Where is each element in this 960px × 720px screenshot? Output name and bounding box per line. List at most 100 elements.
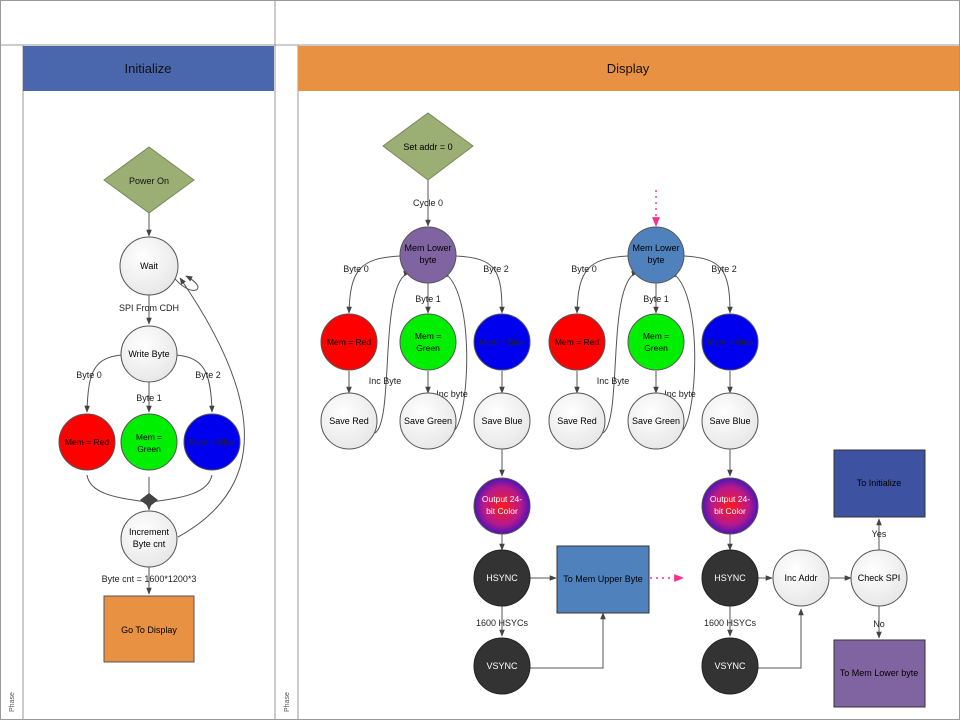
to-mem-lower-shape xyxy=(833,639,926,708)
mem-green-2-line2: Green xyxy=(644,343,668,353)
init-mem-blue-label: Mem = Blue xyxy=(189,437,235,447)
save-red-2-label: Save Red xyxy=(557,416,597,426)
go-to-display-label: Go To Display xyxy=(121,625,177,635)
node-to-initialize: To Initialize xyxy=(833,449,926,518)
check-spi-label: Check SPI xyxy=(858,573,901,583)
mem-blue-2-shape xyxy=(701,313,759,371)
vsync-2-shape xyxy=(701,637,759,695)
edge-label-g1-byte0: Byte 0 xyxy=(343,264,369,274)
node-inc-addr: Inc Addr xyxy=(772,549,830,607)
save-blue-2-shape xyxy=(701,392,759,450)
hsync-2-shape xyxy=(701,549,759,607)
mem-lower-2-line1: Mem Lower xyxy=(632,243,679,253)
node-init-mem-blue: Mem = Blue xyxy=(183,413,241,471)
increment-line1: Increment xyxy=(129,527,170,537)
display-edges xyxy=(346,180,882,669)
wait-label: Wait xyxy=(140,261,158,271)
write-byte-shape xyxy=(120,325,178,383)
node-mem-lower-2: Mem Lower byte xyxy=(627,226,685,284)
write-byte-label: Write Byte xyxy=(128,349,169,359)
to-mem-upper-shape xyxy=(556,545,650,614)
edge-label-init-byte1: Byte 1 xyxy=(136,393,162,403)
mem-lower-2-shape xyxy=(627,226,685,284)
init-mem-blue-shape xyxy=(183,413,241,471)
save-green-1-label: Save Green xyxy=(404,416,452,426)
hsync-1-shape xyxy=(473,549,531,607)
hsync-2-label: HSYNC xyxy=(714,573,746,583)
edge-label-spi-from-cdh: SPI From CDH xyxy=(119,303,179,313)
edge-label-g2-byte0: Byte 0 xyxy=(571,264,597,274)
node-mem-blue-2: Mem = Blue xyxy=(701,313,759,371)
power-on-shape xyxy=(103,146,195,214)
check-spi-shape xyxy=(850,549,908,607)
save-red-2-shape xyxy=(548,392,606,450)
output-color-2-line1: Output 24- xyxy=(710,494,750,504)
to-initialize-shape xyxy=(833,449,926,518)
mem-lower-2-line2: byte xyxy=(647,255,664,265)
save-green-1-shape xyxy=(399,392,457,450)
mem-green-2-line1: Mem = xyxy=(643,331,669,341)
mem-lower-1-line2: byte xyxy=(419,255,436,265)
mem-green-1-line2: Green xyxy=(416,343,440,353)
merge-diamond xyxy=(140,493,158,507)
node-vsync-2: VSYNC xyxy=(701,637,759,695)
edge-label-g1-byte1: Byte 1 xyxy=(415,294,441,304)
node-to-mem-upper: To Mem Upper Byte xyxy=(556,545,650,614)
edge-label-init-byte2: Byte 2 xyxy=(195,370,221,380)
node-init-mem-green: Mem = Green xyxy=(120,413,178,471)
node-vsync-1: VSYNC xyxy=(473,637,531,695)
init-mem-green-shape xyxy=(120,413,178,471)
lane-header-initialize: Initialize xyxy=(23,46,274,91)
edge-label-g2-inc-byte-lower: Inc byte xyxy=(664,389,696,399)
edge-label-init-byte0: Byte 0 xyxy=(76,370,102,380)
power-on-label: Power On xyxy=(129,176,169,186)
node-save-red-2: Save Red xyxy=(548,392,606,450)
node-mem-green-2: Mem = Green xyxy=(627,313,685,371)
edge-label-no: No xyxy=(873,619,885,629)
edge-label-cycle0: Cycle 0 xyxy=(413,198,443,208)
node-set-addr: Set addr = 0 xyxy=(382,112,474,181)
init-mem-green-line2: Green xyxy=(137,444,161,454)
lane-display-bar xyxy=(298,46,959,91)
node-init-mem-red: Mem = Red xyxy=(58,413,116,471)
mem-blue-1-label: Mem = Blue xyxy=(479,337,525,347)
node-go-to-display: Go To Display xyxy=(103,595,195,663)
lane-initialize-title: Initialize xyxy=(125,61,172,76)
save-green-2-shape xyxy=(627,392,685,450)
node-write-byte: Write Byte xyxy=(120,325,178,383)
phase-label-right: Phase xyxy=(284,692,291,712)
edge-label-g2-byte1: Byte 1 xyxy=(643,294,669,304)
mem-blue-2-label: Mem = Blue xyxy=(707,337,753,347)
node-mem-red-1: Mem = Red xyxy=(320,313,378,371)
init-edges xyxy=(84,213,245,595)
node-hsync-2: HSYNC xyxy=(701,549,759,607)
edge-label-g1-byte2: Byte 2 xyxy=(483,264,509,274)
output-color-2-shape xyxy=(701,477,759,535)
edge-label-byte-cnt: Byte cnt = 1600*1200*3 xyxy=(102,574,197,584)
edge-label-g1-inc-byte-lower: Inc byte xyxy=(436,389,468,399)
edge-label-g2-byte2: Byte 2 xyxy=(711,264,737,274)
edge-label-yes: Yes xyxy=(872,529,887,539)
increment-shape xyxy=(120,510,178,568)
lane-display-title: Display xyxy=(607,61,650,76)
node-mem-green-1: Mem = Green xyxy=(399,313,457,371)
node-mem-red-2: Mem = Red xyxy=(548,313,606,371)
vsync-1-label: VSYNC xyxy=(486,661,518,671)
mem-lower-1-shape xyxy=(399,226,457,284)
node-save-red-1: Save Red xyxy=(320,392,378,450)
init-mem-red-label: Mem = Red xyxy=(65,437,109,447)
node-save-blue-1: Save Blue xyxy=(473,392,531,450)
inc-addr-label: Inc Addr xyxy=(784,573,817,583)
vsync-1-shape xyxy=(473,637,531,695)
mem-green-1-line1: Mem = xyxy=(415,331,441,341)
node-mem-lower-1: Mem Lower byte xyxy=(399,226,457,284)
mem-lower-1-line1: Mem Lower xyxy=(404,243,451,253)
node-power-on: Power On xyxy=(103,146,195,214)
node-output-color-2: Output 24- bit Color xyxy=(701,477,759,535)
node-wait: Wait xyxy=(119,236,179,296)
save-red-1-label: Save Red xyxy=(329,416,369,426)
set-addr-shape xyxy=(382,112,474,181)
node-hsync-1: HSYNC xyxy=(473,549,531,607)
node-mem-blue-1: Mem = Blue xyxy=(473,313,531,371)
